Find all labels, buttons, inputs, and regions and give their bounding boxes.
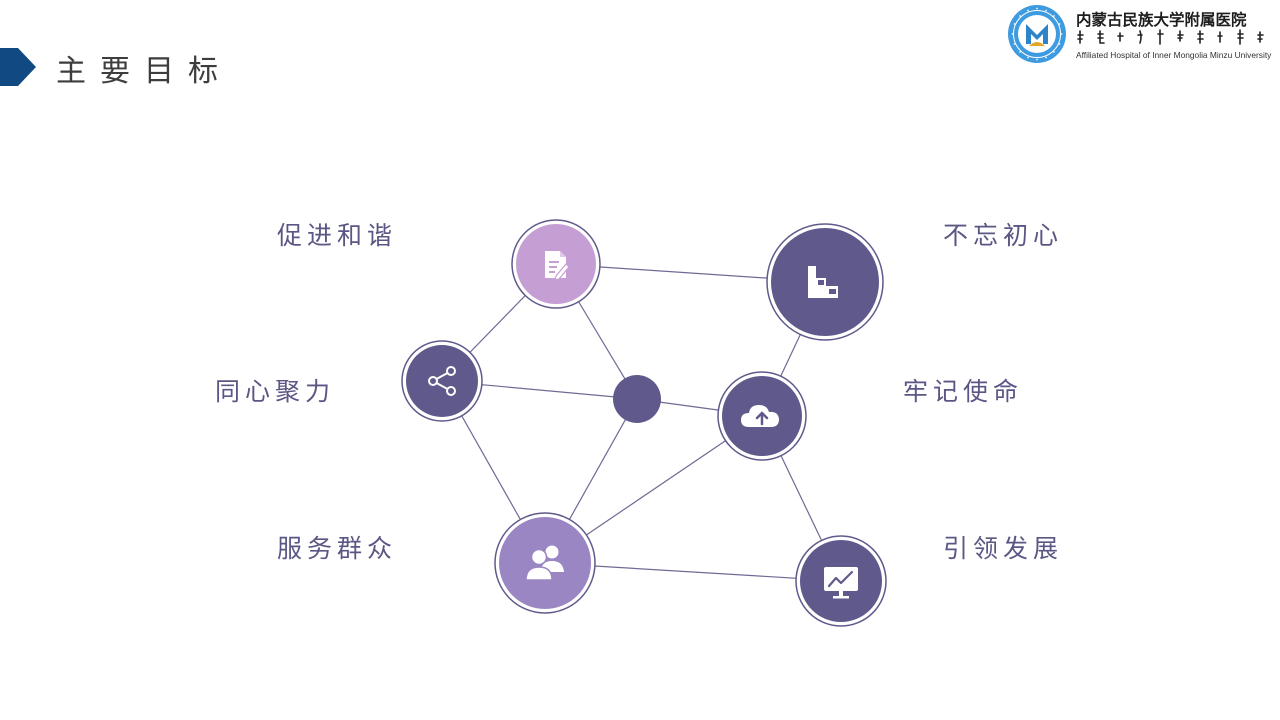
label-cloud: 牢记使命	[903, 377, 1024, 406]
hospital-name-en: Affiliated Hospital of Inner Mongolia Mi…	[1076, 50, 1272, 60]
node-hub	[613, 375, 661, 423]
hospital-emblem-icon	[1008, 5, 1066, 63]
label-document: 促进和谐	[277, 221, 398, 250]
hospital-logo: 内蒙古民族大学附属医院 Affiliated Hospital of Inner…	[1006, 4, 1276, 64]
node-cloud	[717, 371, 807, 461]
diagram-nodes	[401, 219, 887, 627]
label-share: 同心聚力	[215, 377, 336, 406]
title-marker-arrow	[0, 48, 36, 86]
cloud-upload-icon	[741, 405, 779, 427]
node-stairs	[766, 223, 884, 341]
node-users	[494, 512, 596, 614]
label-stairs: 不忘初心	[943, 221, 1064, 250]
label-users: 服务群众	[277, 534, 398, 563]
hospital-name-cn: 内蒙古民族大学附属医院	[1076, 10, 1247, 29]
node-chart	[795, 535, 887, 627]
share-icon	[428, 366, 456, 396]
node-document	[511, 219, 601, 309]
slide-title: 主要目标	[56, 54, 232, 89]
users-icon	[525, 545, 564, 581]
document-edit-icon	[545, 251, 570, 281]
label-chart: 引领发展	[943, 534, 1064, 563]
mongolian-script-wordmark	[1077, 29, 1264, 45]
chart-monitor-icon	[824, 567, 858, 599]
node-share	[401, 340, 483, 422]
stairs-icon	[808, 266, 838, 298]
